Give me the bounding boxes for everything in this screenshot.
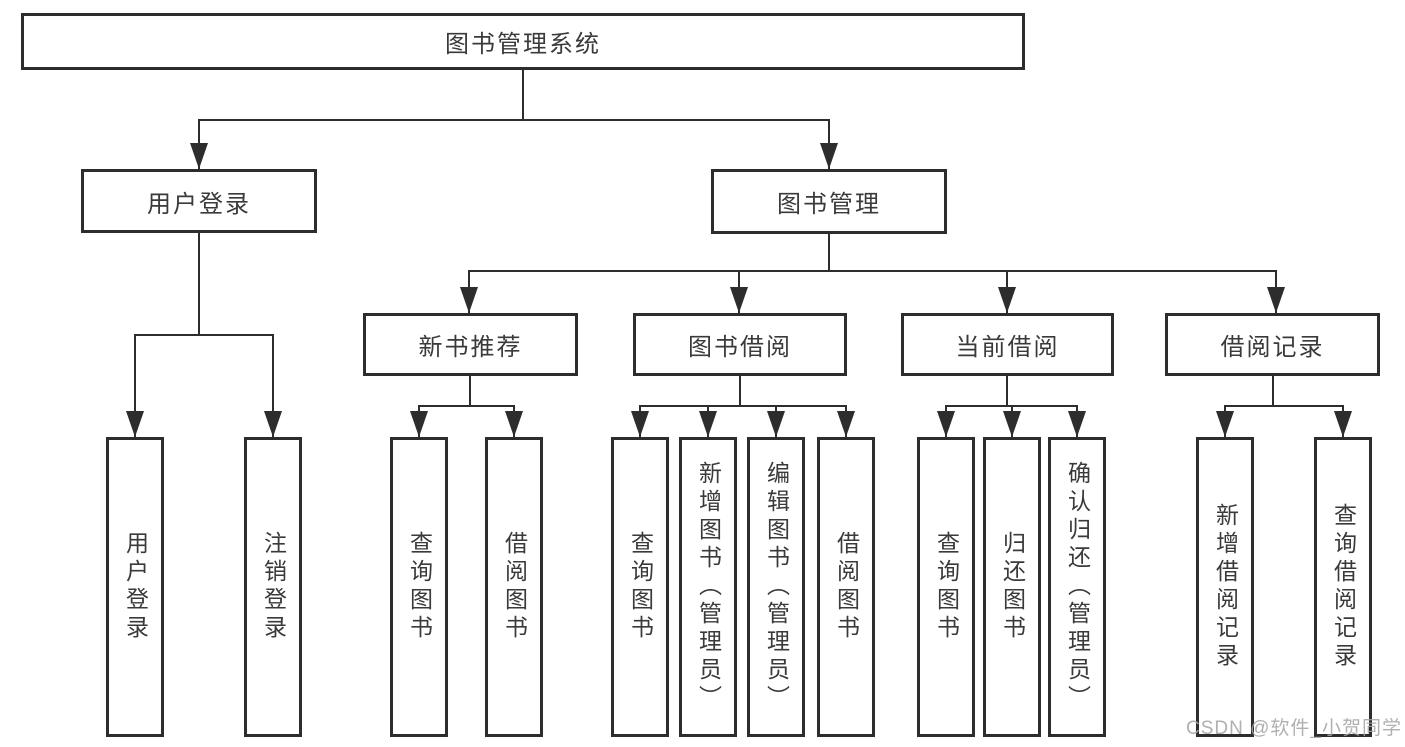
node-label: 新书推荐 xyxy=(418,334,523,361)
node-label: 查询借阅记录 xyxy=(1330,503,1357,671)
node-label: 借阅图书 xyxy=(501,531,528,643)
arrow-down-icon xyxy=(190,143,208,169)
connector-line xyxy=(469,376,471,406)
leaf-borrow-borrow-books: 借阅图书 xyxy=(817,437,875,737)
connector-line xyxy=(134,335,136,437)
csdn-watermark: CSDN @软件_小贺同学 xyxy=(1186,718,1402,739)
node-current-borrow: 当前借阅 xyxy=(901,313,1114,376)
node-label: 借阅图书 xyxy=(833,531,860,643)
node-label: 编辑图书（管理员） xyxy=(763,461,790,713)
arrow-down-icon xyxy=(820,143,838,169)
node-label: 图书管理系统 xyxy=(445,31,601,58)
arrow-down-icon xyxy=(460,287,478,313)
node-label: 新增借阅记录 xyxy=(1212,503,1239,671)
arrow-down-icon xyxy=(998,287,1016,313)
leaf-records-query-record: 查询借阅记录 xyxy=(1314,437,1372,737)
connector-line xyxy=(1272,376,1274,406)
node-label: 借阅记录 xyxy=(1220,334,1325,361)
node-label: 归还图书 xyxy=(999,531,1026,643)
connector-line xyxy=(198,119,830,121)
arrow-down-icon xyxy=(264,411,282,437)
arrow-down-icon xyxy=(1216,411,1234,437)
connector-line xyxy=(468,270,1277,272)
arrow-down-icon xyxy=(126,411,144,437)
arrow-down-icon xyxy=(410,411,428,437)
connector-line xyxy=(828,234,830,271)
leaf-borrow-edit-books-admin: 编辑图书（管理员） xyxy=(747,437,805,737)
arrow-down-icon xyxy=(1003,411,1021,437)
node-label: 确认归还（管理员） xyxy=(1064,461,1091,713)
node-label: 图书借阅 xyxy=(688,334,792,361)
leaf-current-confirm-return-admin: 确认归还（管理员） xyxy=(1048,437,1106,737)
node-borrow-records: 借阅记录 xyxy=(1165,313,1380,376)
leaf-records-add-record: 新增借阅记录 xyxy=(1196,437,1254,737)
arrow-down-icon xyxy=(730,287,748,313)
leaf-borrow-add-books-admin: 新增图书（管理员） xyxy=(679,437,737,737)
connector-line xyxy=(1006,376,1008,406)
arrow-down-icon xyxy=(1068,411,1086,437)
leaf-logout: 注销登录 xyxy=(244,437,302,737)
node-book-management: 图书管理 xyxy=(711,169,947,234)
node-user-login: 用户登录 xyxy=(81,169,317,233)
connector-line xyxy=(1224,405,1344,407)
node-book-borrow: 图书借阅 xyxy=(633,313,847,376)
node-label: 用户登录 xyxy=(122,531,149,643)
node-label: 当前借阅 xyxy=(955,334,1060,361)
arrow-down-icon xyxy=(1334,411,1352,437)
connector-line xyxy=(639,405,847,407)
leaf-newbook-borrow-books: 借阅图书 xyxy=(485,437,543,737)
arrow-down-icon xyxy=(837,411,855,437)
connector-line xyxy=(418,405,515,407)
arrow-down-icon xyxy=(699,411,717,437)
leaf-current-query-books: 查询图书 xyxy=(917,437,975,737)
node-label: 查询图书 xyxy=(406,531,433,643)
leaf-newbook-query-books: 查询图书 xyxy=(390,437,448,737)
node-label: 图书管理 xyxy=(777,191,881,218)
leaf-borrow-query-books: 查询图书 xyxy=(611,437,669,737)
arrow-down-icon xyxy=(767,411,785,437)
leaf-user-login: 用户登录 xyxy=(106,437,164,737)
node-label: 注销登录 xyxy=(260,531,287,643)
arrow-down-icon xyxy=(1267,287,1285,313)
node-label: 查询图书 xyxy=(627,531,654,643)
node-new-book-recommend: 新书推荐 xyxy=(363,313,578,376)
node-label: 用户登录 xyxy=(147,190,251,218)
connector-line xyxy=(198,233,200,335)
arrow-down-icon xyxy=(505,411,523,437)
node-library-management-system: 图书管理系统 xyxy=(21,13,1025,70)
leaf-current-return-books: 归还图书 xyxy=(983,437,1041,737)
connector-line xyxy=(272,335,274,437)
node-label: 新增图书（管理员） xyxy=(695,461,722,713)
arrow-down-icon xyxy=(937,411,955,437)
arrow-down-icon xyxy=(631,411,649,437)
connector-line xyxy=(134,334,274,336)
node-label: 查询图书 xyxy=(933,531,960,643)
connector-line xyxy=(739,376,741,406)
connector-line xyxy=(522,70,524,120)
